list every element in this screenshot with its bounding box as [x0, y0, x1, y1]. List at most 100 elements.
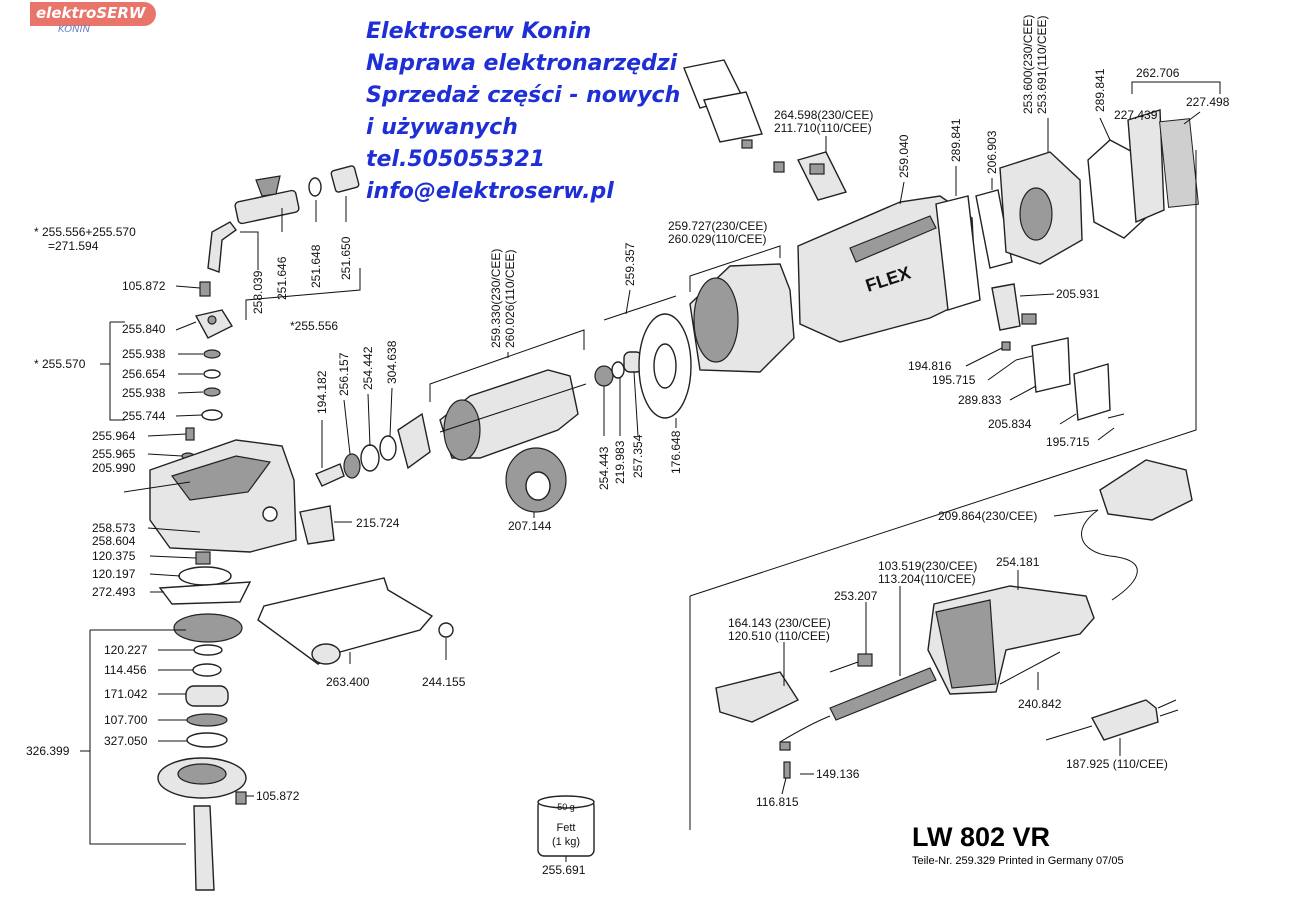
logo-text: elektroSERW — [36, 4, 146, 22]
o-ring-304 — [379, 435, 397, 461]
label-255691: 255.691 — [542, 863, 586, 877]
valve-body — [234, 189, 300, 225]
printed-note: Teile-Nr. 259.329 Printed in Germany 07/… — [912, 855, 1124, 867]
gasket-289841 — [935, 195, 981, 311]
label-103519: 103.519(230/CEE) — [878, 559, 977, 573]
hose-connector — [330, 165, 360, 193]
side-handle — [257, 577, 434, 665]
clamp-hole — [207, 315, 217, 325]
advert-email: info@elektroserw.pl — [366, 179, 614, 204]
label-271594: =271.594 — [48, 239, 99, 253]
label-205931: 205.931 — [1056, 287, 1100, 301]
spacer — [192, 663, 222, 677]
washer-107 — [186, 713, 228, 727]
fett-weight: 50 g — [557, 802, 575, 812]
label-251648: 251.648 — [309, 244, 323, 288]
label-264598: 264.598(230/CEE) — [774, 108, 873, 122]
label-205990: 205.990 — [92, 461, 136, 475]
gasket-plate — [158, 581, 252, 605]
seal-327 — [186, 732, 228, 748]
seal-206903 — [975, 189, 1013, 269]
label-327050: 327.050 — [104, 734, 148, 748]
advert-sales: Sprzedaż części - nowych — [366, 83, 681, 108]
model-title: LW 802 VR — [912, 822, 1051, 852]
label-120227: 120.227 — [104, 643, 148, 657]
logo-subtext: KONIN — [58, 24, 91, 35]
label-255556: *255.556 — [290, 319, 338, 333]
label-105872-bottom: 105.872 — [256, 789, 300, 803]
label-107700: 107.700 — [104, 713, 148, 727]
label-263400: 263.400 — [326, 675, 370, 689]
bevel-gear — [173, 613, 243, 643]
nut-256 — [343, 453, 361, 479]
seal-ring — [178, 566, 232, 586]
label-255965: 255.965 — [92, 447, 136, 461]
label-259040: 259.040 — [897, 134, 911, 178]
advert-block: Elektroserw Konin Naprawa elektronarzędz… — [366, 16, 680, 208]
screw-194 — [315, 463, 345, 487]
advert-service: Naprawa elektronarzędzi — [366, 51, 678, 76]
washer — [203, 369, 221, 379]
filter-227439 — [1127, 109, 1165, 224]
label-254442: 254.442 — [361, 346, 375, 390]
grease-can-lid — [537, 795, 595, 809]
label-255964: 255.964 — [92, 429, 136, 443]
label-259357: 259.357 — [623, 242, 637, 286]
fett-label: Fett — [557, 822, 576, 834]
label-171042: 171.042 — [104, 687, 148, 701]
label-211710: 211.710(110/CEE) — [774, 121, 872, 135]
advert-company: Elektroserw Konin — [366, 19, 592, 44]
nut-b — [203, 387, 221, 397]
label-258039: 258.039 — [251, 270, 265, 314]
cover-plate-b — [703, 91, 763, 143]
screw-240842 — [999, 651, 1061, 685]
spindle-lock — [299, 505, 335, 545]
label-116815: 116.815 — [756, 795, 799, 809]
label-209864: 209.864(230/CEE) — [938, 509, 1037, 523]
label-256654: 256.654 — [122, 367, 166, 381]
cord-wire — [779, 715, 831, 743]
label-240842: 240.842 — [1018, 697, 1062, 711]
label-194816: 194.816 — [908, 359, 952, 373]
plug-209864 — [1099, 459, 1193, 521]
label-114456: 114.456 — [104, 663, 147, 677]
flange-screw — [235, 791, 247, 805]
cord-sleeve — [829, 667, 937, 721]
label-289841-a: 289.841 — [949, 118, 963, 162]
carbon-brush-b — [1021, 313, 1037, 325]
filter-mesh-227498 — [1159, 118, 1199, 208]
label-176648: 176.648 — [669, 430, 683, 474]
label-251650: 251.650 — [339, 236, 353, 280]
part-253207 — [857, 653, 873, 667]
label-164143: 164.143 (230/CEE) — [728, 616, 831, 630]
label-227439: 227.439 — [1114, 108, 1158, 122]
elbow-tube — [207, 221, 237, 273]
gear-hub — [525, 471, 551, 501]
label-205834: 205.834 — [988, 417, 1032, 431]
armature-gear — [443, 399, 481, 461]
label-253207: 253.207 — [834, 589, 878, 603]
housing-slot — [849, 215, 937, 263]
motor-housing-assembly: FLEX — [683, 59, 1221, 597]
label-105872-top: 105.872 — [122, 279, 166, 293]
advert-used: i używanych — [366, 115, 518, 140]
bearing-254443 — [594, 365, 614, 387]
label-326399: 326.399 — [26, 744, 70, 758]
handle-opening — [935, 599, 997, 689]
label-255744: 255.744 — [122, 409, 166, 423]
leader-lines — [147, 111, 1201, 862]
label-255570: * 255.570 — [34, 357, 86, 371]
label-304638: 304.638 — [385, 340, 399, 384]
o-ring-large — [201, 409, 223, 421]
retaining-ring — [193, 644, 223, 656]
nut-a — [203, 349, 221, 359]
valve-handle — [255, 175, 281, 197]
cap-289833 — [1031, 337, 1071, 393]
disc-hole — [653, 343, 677, 389]
label-195715-a: 195.715 — [932, 373, 976, 387]
label-120197: 120.197 — [92, 567, 136, 581]
label-289833: 289.833 — [958, 393, 1002, 407]
label-255938-a: 255.938 — [122, 347, 166, 361]
cap-205834 — [1073, 363, 1111, 421]
